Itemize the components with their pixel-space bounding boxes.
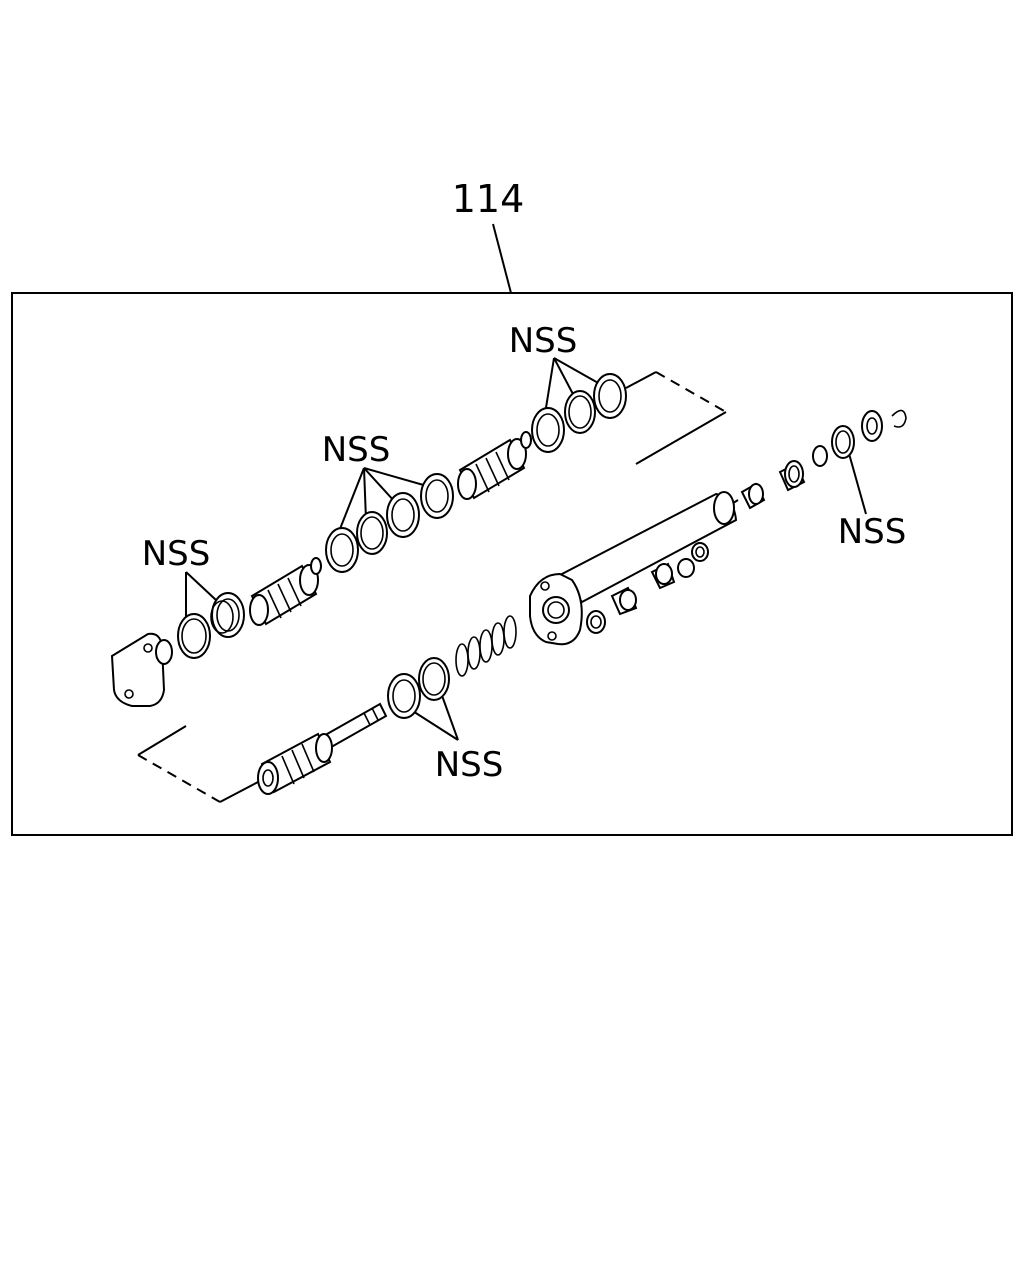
push-rod-piston: [257, 702, 388, 795]
callout-nss-left: NSS: [142, 534, 211, 574]
return-spring: [455, 615, 517, 677]
callout-nss-upper-mid: NSS: [322, 430, 391, 470]
callout-leaders: [185, 357, 867, 741]
assembly-frame: [11, 292, 1013, 836]
assembly-label: 114: [452, 177, 525, 221]
assembly-path-lines: [137, 371, 739, 803]
cylinder-body: [529, 491, 738, 646]
piston-middle: [457, 431, 532, 500]
right-end-parts: [740, 409, 907, 510]
callout-nss-top: NSS: [509, 321, 578, 361]
piston-left: [249, 557, 322, 626]
end-plate: [110, 632, 173, 707]
seal-ring: [177, 613, 211, 659]
callout-nss-bottom: NSS: [435, 745, 504, 785]
callout-nss-right: NSS: [838, 512, 907, 552]
assembly-leader-line: [492, 223, 512, 294]
